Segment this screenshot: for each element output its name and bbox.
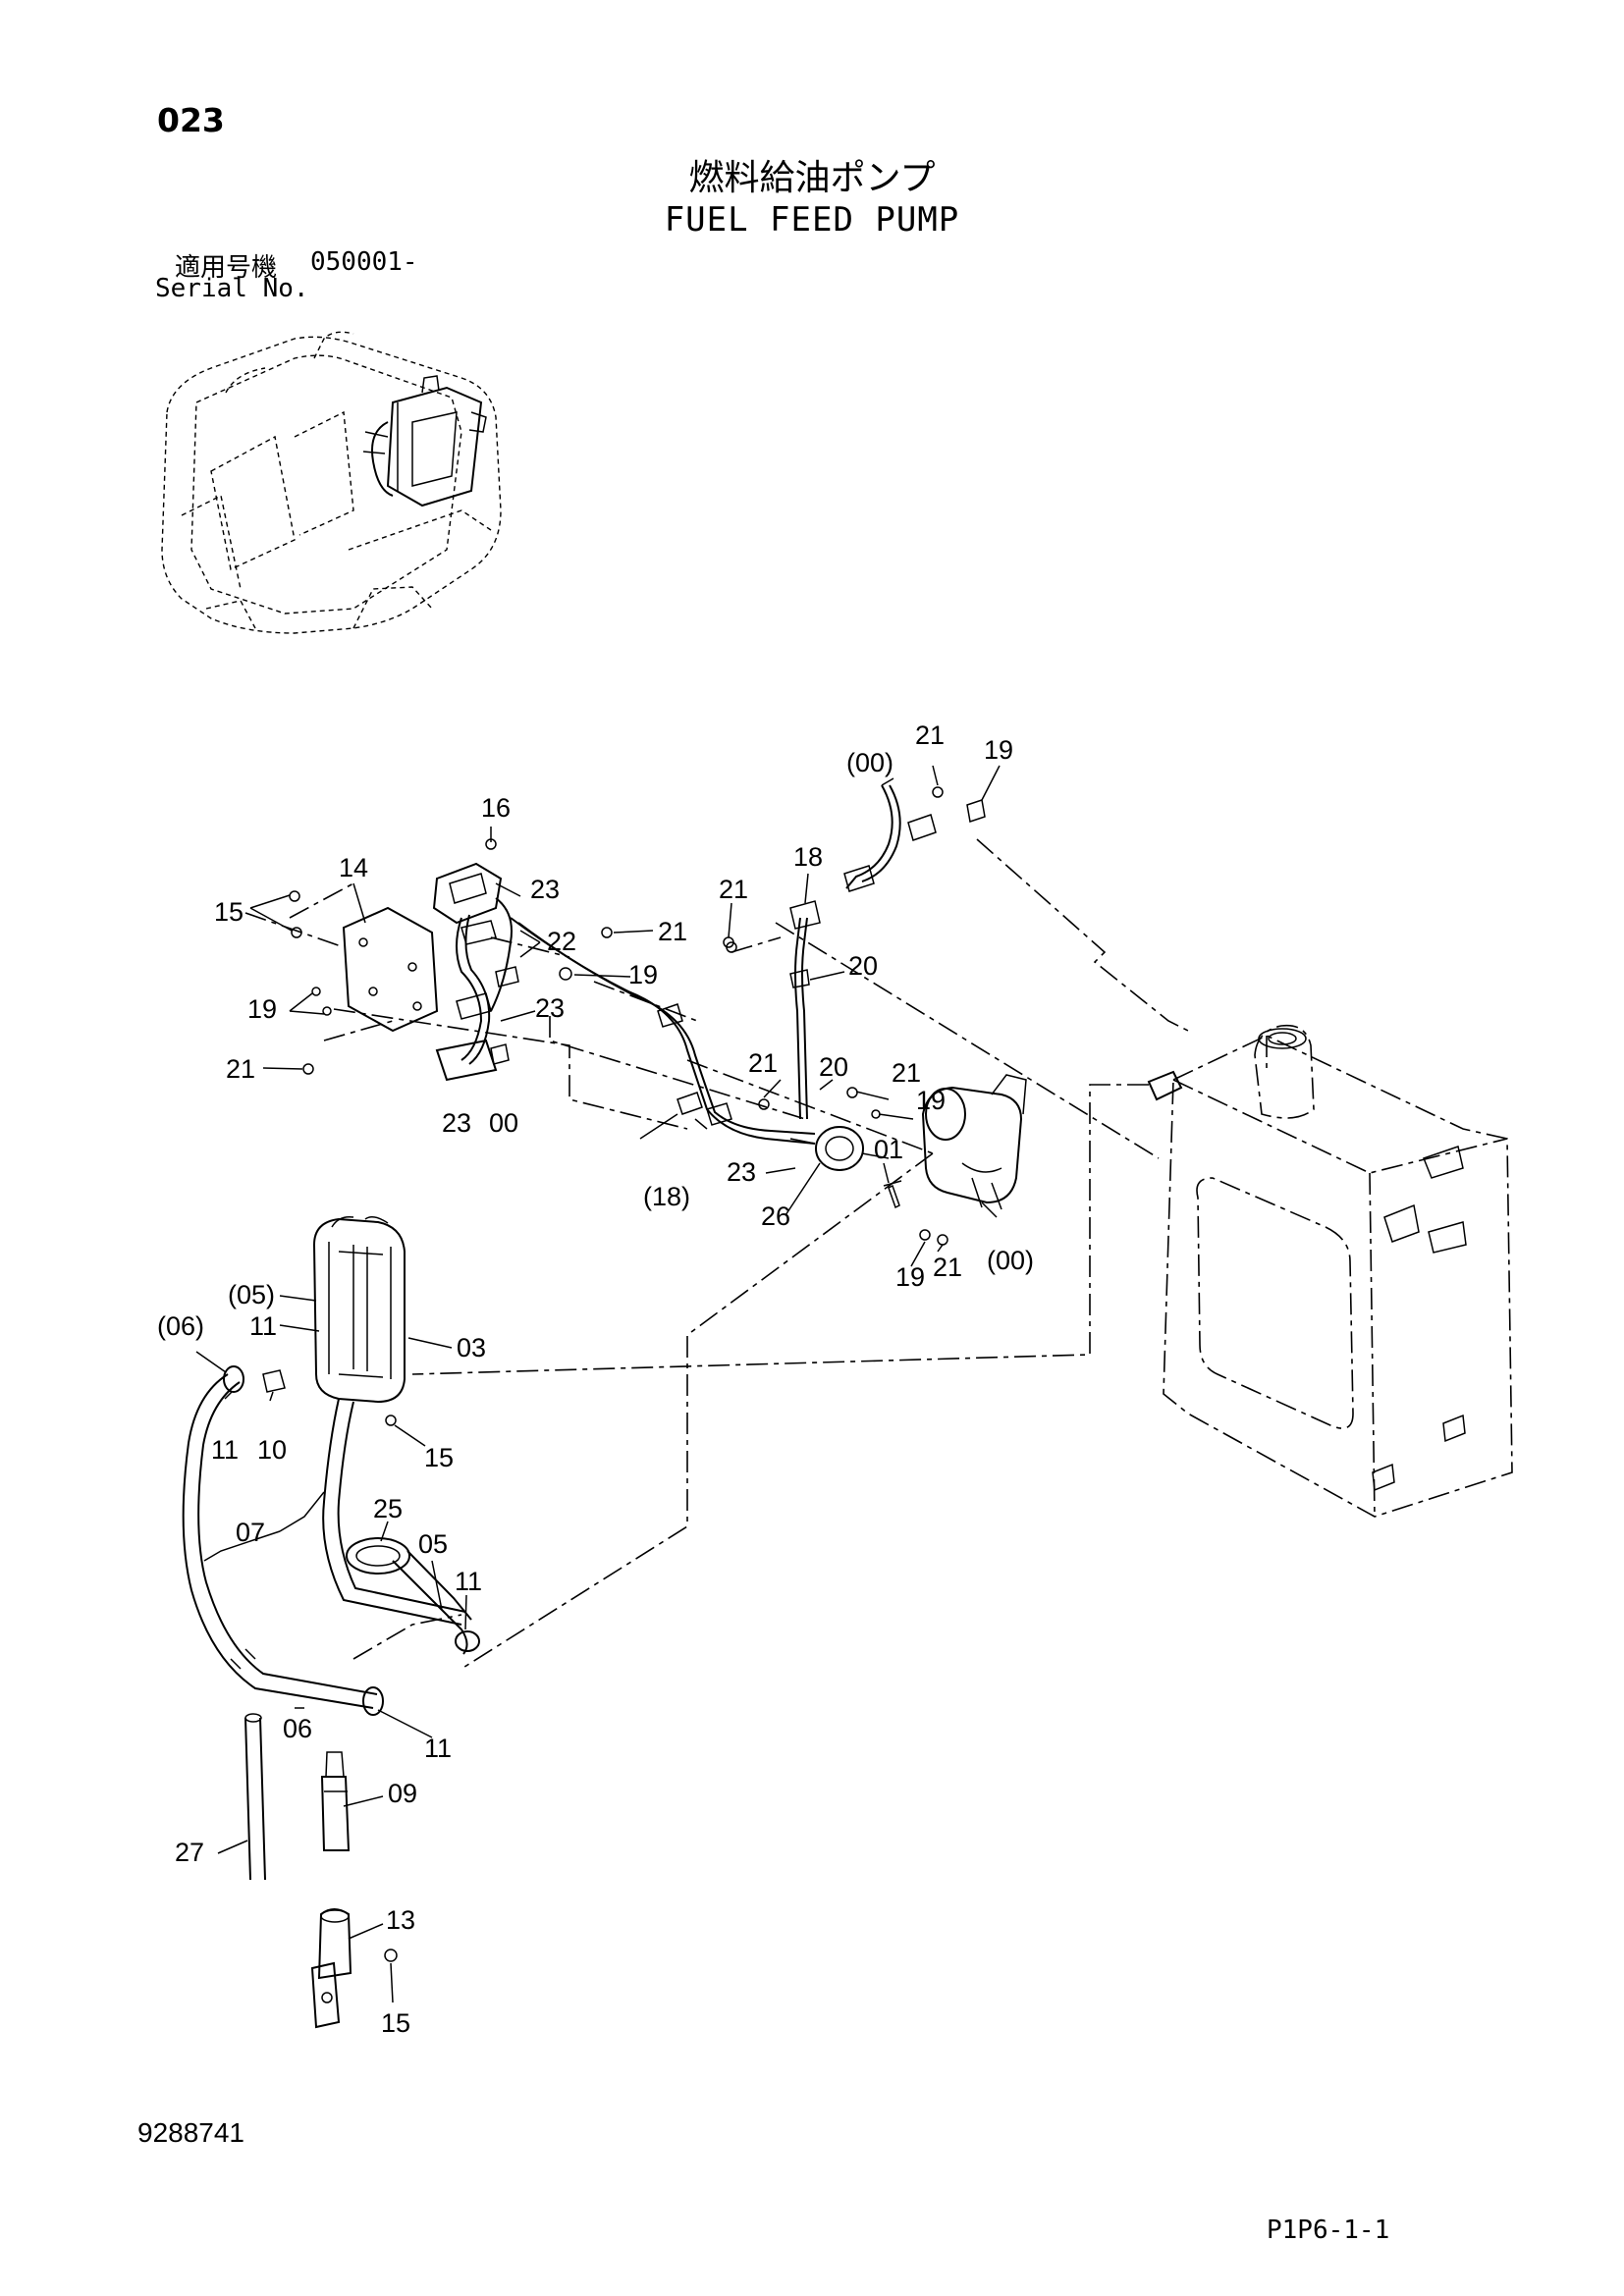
serial-value: 050001- xyxy=(310,247,418,277)
callout-05: 05 xyxy=(418,1529,448,1559)
callout-01: 01 xyxy=(874,1135,903,1164)
callout-21: 21 xyxy=(658,917,687,946)
callout-11: 11 xyxy=(424,1734,452,1763)
callout-09: 09 xyxy=(388,1779,417,1808)
callout-23: 23 xyxy=(442,1108,471,1138)
callout-06: 06 xyxy=(283,1714,312,1743)
callout-06-ref: (06) xyxy=(157,1311,204,1341)
fuel-feed-pump xyxy=(789,1074,1027,1246)
callout-16: 16 xyxy=(481,793,511,823)
callout-27: 27 xyxy=(175,1838,204,1867)
serial-label-japanese: 適用号機 xyxy=(175,253,278,283)
fuel-tank xyxy=(1147,1024,1513,1518)
callout-21: 21 xyxy=(892,1058,921,1088)
callout-07: 07 xyxy=(236,1518,265,1547)
callout-19: 19 xyxy=(895,1262,925,1292)
callout-20: 20 xyxy=(848,951,878,981)
callout-numbers: 16 14 23 15 22 21 19 23 19 21 23 00 (00)… xyxy=(157,721,1034,2038)
callout-21: 21 xyxy=(226,1054,255,1084)
callout-19: 19 xyxy=(984,735,1013,765)
callout-10: 10 xyxy=(257,1435,287,1465)
callout-21: 21 xyxy=(933,1253,962,1282)
callout-13: 13 xyxy=(386,1905,415,1935)
callout-15: 15 xyxy=(424,1443,454,1472)
document-number: 9288741 xyxy=(137,2117,245,2148)
callout-14: 14 xyxy=(339,853,368,882)
machine-overview-illustration xyxy=(161,331,502,634)
title-english: FUEL FEED PUMP xyxy=(664,200,960,240)
leader-lines xyxy=(195,765,1001,2003)
callout-22: 22 xyxy=(547,927,576,956)
callout-11: 11 xyxy=(249,1311,277,1341)
callout-23: 23 xyxy=(530,875,560,904)
callout-19: 19 xyxy=(247,994,277,1024)
harness-and-bracket xyxy=(289,838,881,1145)
callout-23: 23 xyxy=(535,993,565,1023)
page-number: 023 xyxy=(157,101,225,139)
page-code: P1P6-1-1 xyxy=(1267,2216,1390,2245)
callout-19: 19 xyxy=(916,1086,946,1115)
callout-00-harness: (00) xyxy=(846,748,893,777)
callout-21: 21 xyxy=(748,1048,778,1078)
callout-23: 23 xyxy=(727,1157,756,1187)
callout-03: 03 xyxy=(457,1333,486,1362)
callout-00-pump: (00) xyxy=(987,1246,1034,1275)
callout-15: 15 xyxy=(214,897,244,927)
title-japanese: 燃料給油ポンプ xyxy=(688,158,936,198)
callout-21: 21 xyxy=(915,721,945,750)
callout-26: 26 xyxy=(761,1201,790,1231)
callout-05-ref: (05) xyxy=(228,1280,275,1309)
hose-assembly xyxy=(182,1215,480,2029)
callout-21: 21 xyxy=(719,875,748,904)
callout-18-ref: (18) xyxy=(643,1182,690,1211)
callout-11: 11 xyxy=(455,1567,482,1596)
callout-18: 18 xyxy=(793,842,823,872)
callout-20: 20 xyxy=(819,1052,848,1082)
callout-00: 00 xyxy=(489,1108,518,1138)
callout-15: 15 xyxy=(381,2008,410,2038)
serial-label-english: Serial No. xyxy=(155,274,309,303)
callout-25: 25 xyxy=(373,1494,403,1523)
callout-11: 11 xyxy=(211,1435,239,1465)
routing-lines xyxy=(244,838,1189,1670)
callout-19: 19 xyxy=(628,960,658,989)
harness-to-tank xyxy=(723,784,986,1120)
